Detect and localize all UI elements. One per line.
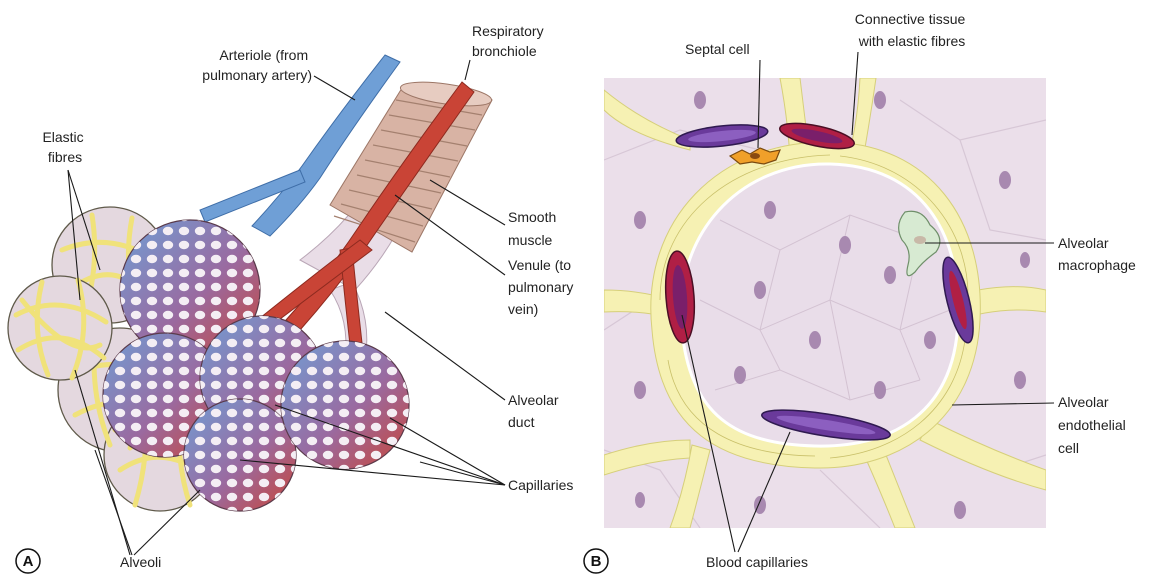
label-alveolar-endothelial-cell: Alveolar endothelial cell xyxy=(1058,394,1130,456)
panel-b-letter: B xyxy=(591,553,602,570)
alveolus-air-space xyxy=(681,164,958,446)
panel-a-letter: A xyxy=(23,553,34,570)
panel-b: Septal cell Connective tissue with elast… xyxy=(584,11,1136,573)
label-alveoli: Alveoli xyxy=(120,554,161,570)
label-blood-capillaries: Blood capillaries xyxy=(706,554,808,570)
label-alveolar-macrophage: Alveolar macrophage xyxy=(1058,235,1136,273)
label-septal-cell: Septal cell xyxy=(685,41,750,57)
label-elastic-fibres: Elastic fibres xyxy=(42,129,87,165)
label-connective-tissue: Connective tissue with elastic fibres xyxy=(855,11,969,49)
label-respiratory-bronchiole: Respiratory bronchiole xyxy=(472,23,547,59)
label-alveolar-duct: Alveolar duct xyxy=(508,392,562,430)
label-venule: Venule (to pulmonary vein) xyxy=(508,257,577,317)
label-smooth-muscle: Smooth muscle xyxy=(508,209,560,248)
panel-a: Elastic fibres Arteriole (from pulmonary… xyxy=(8,23,577,573)
label-arteriole: Arteriole (from pulmonary artery) xyxy=(202,47,312,83)
label-capillaries: Capillaries xyxy=(508,477,573,493)
